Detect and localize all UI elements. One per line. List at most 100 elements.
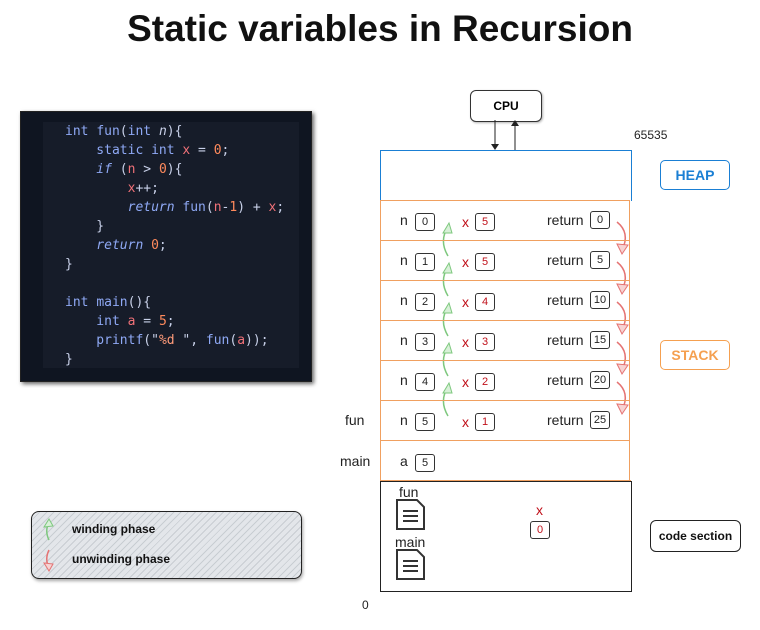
- code-token: fun: [96, 124, 120, 139]
- winding-arrowhead: [442, 221, 453, 234]
- n-value-box: 3: [415, 333, 435, 351]
- code-token: return: [65, 238, 152, 253]
- n-label: n: [400, 292, 408, 308]
- code-line: }: [65, 255, 73, 274]
- code-token: ",: [182, 333, 206, 348]
- winding-arrowhead: [442, 341, 453, 354]
- return-label: return: [547, 212, 584, 228]
- code-token: %d: [158, 333, 183, 348]
- code-token: (: [229, 333, 238, 348]
- fun-document-icon: [396, 499, 425, 530]
- fun-frame: [380, 320, 630, 360]
- return-label: return: [547, 332, 584, 348]
- unwinding-arrowhead: [616, 363, 629, 375]
- n-label: n: [400, 332, 408, 348]
- n-value-box: 1: [415, 253, 435, 271]
- code-main-label: main: [395, 534, 426, 550]
- code-token: (){: [127, 295, 152, 310]
- code-token: -: [221, 200, 230, 215]
- unwinding-arrowhead: [616, 283, 629, 295]
- stack-tag: STACK: [660, 340, 730, 370]
- unwinding-arrowhead: [616, 243, 629, 255]
- x-label: x: [462, 254, 469, 270]
- return-label: return: [547, 372, 584, 388]
- n-value-box: 2: [415, 293, 435, 311]
- code-line: int fun(int n){: [65, 122, 182, 141]
- code-line: if (n > 0){: [65, 160, 182, 179]
- winding-arrowhead: [442, 261, 453, 274]
- static-x-value-box: 0: [530, 521, 550, 539]
- code-line: return 0;: [65, 236, 167, 255]
- n-value-box: 5: [415, 413, 435, 431]
- fun-frame: [380, 400, 630, 440]
- code-token: ;: [158, 238, 167, 253]
- code-line: }: [65, 217, 104, 236]
- static-x-label: x: [536, 502, 543, 518]
- n-label: n: [400, 212, 408, 228]
- code-token: ));: [245, 333, 269, 348]
- code-token: static int: [65, 143, 183, 158]
- n-value-box: 4: [415, 373, 435, 391]
- code-token: >: [135, 162, 159, 177]
- n-label: n: [400, 252, 408, 268]
- cpu-bus-arrows: [491, 120, 519, 150]
- code-token: 0: [158, 162, 167, 177]
- code-panel: int fun(int n){ static int x = 0; if (n …: [20, 111, 312, 382]
- x-value-box: 5: [475, 213, 495, 231]
- n-value-box: 0: [415, 213, 435, 231]
- x-label: x: [462, 374, 469, 390]
- code-token: n: [213, 200, 222, 215]
- return-label: return: [547, 292, 584, 308]
- code-token: int: [127, 124, 159, 139]
- fun-frame-label: fun: [345, 412, 365, 428]
- code-token: x: [268, 200, 277, 215]
- x-label: x: [462, 214, 469, 230]
- code-token: fun: [182, 200, 206, 215]
- code-token: }: [65, 257, 73, 272]
- main-document-icon: [396, 549, 425, 580]
- legend: winding phase unwinding phase: [31, 511, 302, 579]
- code-line: return fun(n-1) + x;: [65, 198, 285, 217]
- code-token: int: [65, 295, 97, 310]
- code-token: n: [158, 124, 167, 139]
- return-label: return: [547, 412, 584, 428]
- x-value-box: 2: [475, 373, 495, 391]
- code-token: ){: [166, 124, 183, 139]
- code-token: a: [127, 314, 136, 329]
- code-token: return: [65, 200, 183, 215]
- code-token: (": [143, 333, 159, 348]
- code-token: x: [65, 181, 136, 196]
- main-frame: [380, 440, 630, 480]
- code-token: ;: [276, 200, 285, 215]
- winding-legend-label: winding phase: [72, 522, 156, 536]
- a-value-box: 5: [415, 454, 435, 472]
- code-line: int a = 5;: [65, 312, 174, 331]
- x-value-box: 3: [475, 333, 495, 351]
- cpu-box: CPU: [470, 90, 542, 122]
- code-token: int: [65, 124, 97, 139]
- code-token: ) +: [237, 200, 269, 215]
- unwinding-arrowhead: [616, 323, 629, 335]
- code-token: main: [96, 295, 128, 310]
- fun-frame: [380, 360, 630, 400]
- unwinding-arrowhead: [616, 403, 629, 415]
- fun-frame: [380, 240, 630, 280]
- code-line: printf("%d ", fun(a));: [65, 331, 269, 350]
- a-label: a: [400, 453, 408, 469]
- code-token: n: [127, 162, 136, 177]
- page-title: Static variables in Recursion: [127, 8, 633, 49]
- code-token: printf: [65, 333, 144, 348]
- code-token: x: [182, 143, 191, 158]
- code-token: (: [119, 124, 128, 139]
- winding-arrowhead: [442, 301, 453, 314]
- code-token: 0: [151, 238, 159, 253]
- code-block: int fun(int n){ static int x = 0; if (n …: [43, 122, 299, 368]
- return-value-box: 25: [590, 411, 610, 429]
- code-token: a: [237, 333, 246, 348]
- code-token: 0: [213, 143, 222, 158]
- code-token: }: [65, 219, 105, 234]
- x-label: x: [462, 294, 469, 310]
- code-line: x++;: [65, 179, 159, 198]
- return-value-box: 0: [590, 211, 610, 229]
- heap-tag: HEAP: [660, 160, 730, 190]
